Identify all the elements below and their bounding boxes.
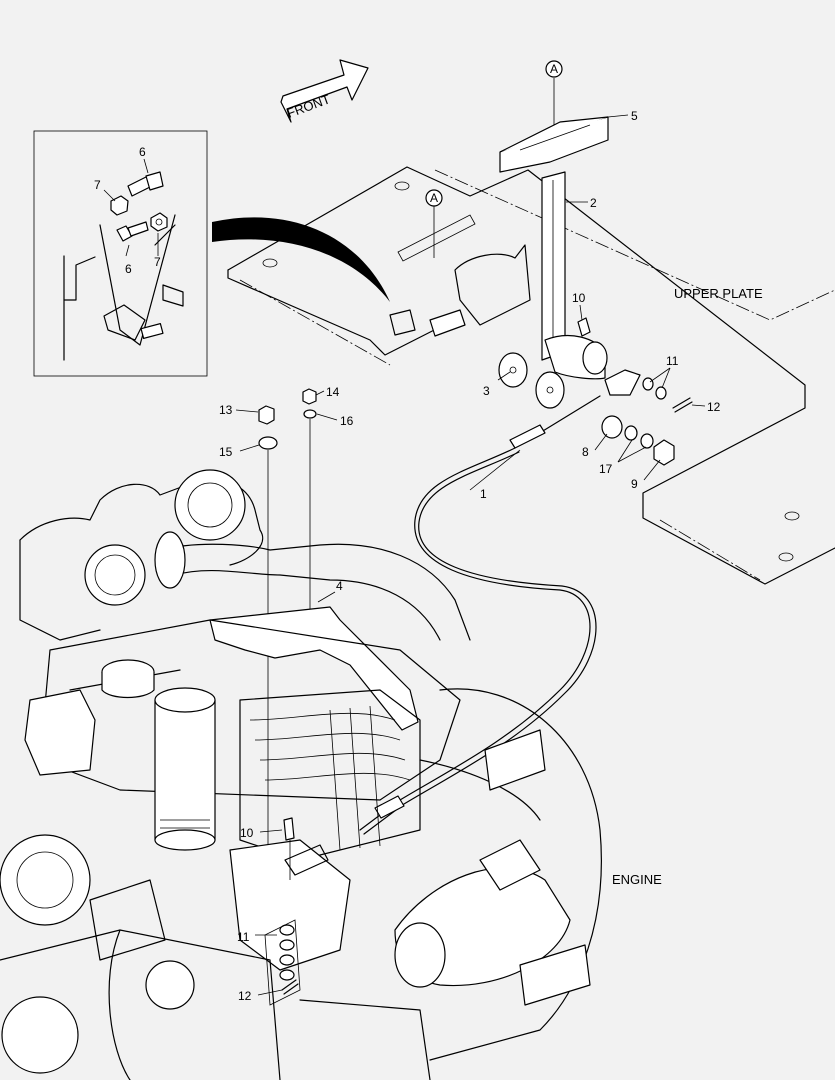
- callout-10-lower: 10: [240, 826, 254, 840]
- leader-lines: [235, 114, 706, 996]
- callout-12: 12: [707, 400, 721, 414]
- detail-callout-7-bottom: 7: [154, 255, 161, 269]
- callout-11-lower: 11: [237, 930, 250, 944]
- callout-10: 10: [572, 291, 586, 305]
- callout-4: 4: [336, 579, 343, 593]
- callout-5: 5: [631, 109, 638, 123]
- lever-bar: [535, 171, 608, 409]
- callout-2: 2: [590, 196, 597, 210]
- detail-box: 6 7 6 7: [33, 130, 208, 377]
- bracket-4: [209, 606, 419, 731]
- lower-hardware: [264, 817, 301, 1006]
- callout-15: 15: [219, 445, 233, 459]
- bolt-14-stack: [302, 388, 317, 620]
- washer-3: [498, 352, 528, 388]
- callout-17: 17: [599, 462, 613, 476]
- upper-plate-label: UPPER PLATE: [674, 286, 763, 301]
- detail-callout-7-top: 7: [94, 178, 101, 192]
- callout-13: 13: [219, 403, 233, 417]
- svg-text:A: A: [550, 62, 558, 76]
- callout-8: 8: [582, 445, 589, 459]
- detail-callout-6-top: 6: [139, 145, 146, 159]
- bolt-13-stack: [258, 405, 278, 900]
- svg-text:A: A: [430, 191, 438, 205]
- callout-12-lower: 12: [238, 989, 252, 1003]
- washers-11-top: [642, 377, 693, 413]
- callout-9: 9: [631, 477, 638, 491]
- callout-14: 14: [326, 385, 340, 399]
- upper-plate: [227, 166, 835, 585]
- engine-label: ENGINE: [612, 872, 662, 887]
- cable-1: [359, 395, 601, 835]
- front-arrow: FRONT: [280, 59, 369, 123]
- ref-a-plate: A: [425, 189, 443, 258]
- detail-callout-6-bottom: 6: [125, 262, 132, 276]
- ref-a-top: A: [545, 60, 563, 148]
- lever-handle: [499, 116, 609, 173]
- callout-11: 11: [666, 354, 679, 368]
- detail-leader: [212, 217, 390, 302]
- pin-10-top: [577, 317, 591, 337]
- callout-1: 1: [480, 487, 487, 501]
- callout-3: 3: [483, 384, 490, 398]
- hardware-8-17-9: [601, 415, 675, 466]
- engine: [0, 469, 602, 1080]
- cable-bracket: [604, 369, 641, 396]
- callouts: 1 2 3 4 5 8 9 10 11 12 13 14 15 16 17 10…: [219, 109, 721, 1003]
- callout-16: 16: [340, 414, 354, 428]
